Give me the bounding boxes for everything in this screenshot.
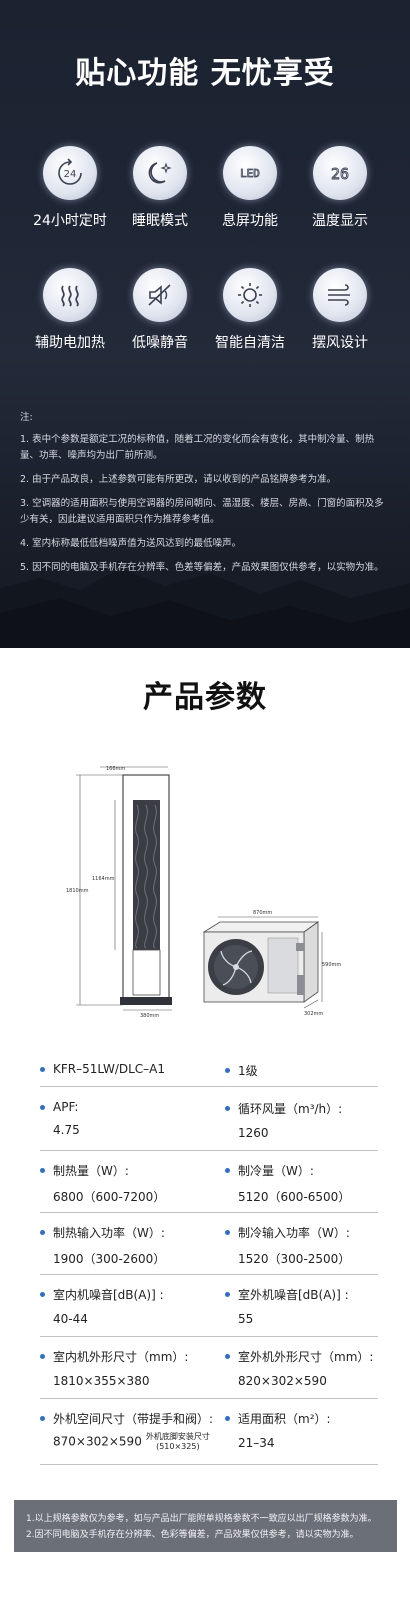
temperature-display-icon: 26 [313,146,367,200]
note-item: 1. 表中个参数是额定工况的标称值，随着工况的变化而会有变化，其中制冷量、制热量… [20,434,375,461]
spec-indoor-noise: 室内机噪音[dB(A)] : 40-44 [40,1286,164,1326]
svg-text:LED: LED [240,167,260,180]
sun-clean-icon [223,268,277,322]
bullet-dot [225,1106,230,1111]
feature-self-clean: 智能自清洁 [205,268,295,352]
spec-outdoor-size: 室外机外形尺寸（mm）: 820×302×590 [225,1348,373,1388]
spec-model: KFR–51LW/DLC–A1 [40,1062,165,1076]
spec-outdoor-noise: 室外机噪音[dB(A)] : 55 [225,1286,349,1326]
feature-screen-off: LED 息屏功能 [205,146,295,230]
footnote-line: 1.以上规格参数仅为参考，如与产品出厂能附单规格参数不一致应以出厂规格参数为准。 [26,1514,377,1524]
notes-title: 注: [20,412,33,423]
feature-label: 息屏功能 [222,213,278,229]
divider [40,1464,378,1465]
feature-label: 智能自清洁 [215,335,285,351]
mountain-silhouette [0,568,410,648]
footnote-box: 1.以上规格参数仅为参考，如与产品出厂能附单规格参数不一致应以出厂规格参数为准。… [14,1500,397,1552]
feature-timer: 24 24小时定时 [25,146,115,230]
feature-sleep: 睡眠模式 [115,146,205,230]
note-item: 2. 由于产品改良，上述参数可能有所更改，请以收到的产品铭牌参考为准。 [20,474,337,485]
feature-label: 温度显示 [312,213,368,229]
feature-label: 24小时定时 [33,213,107,229]
svg-text:166mm: 166mm [106,766,125,772]
bullet-dot [40,1416,45,1421]
bullet-dot [40,1066,45,1072]
params-title: 产品参数 [143,680,267,715]
bullet-dot [225,1416,230,1421]
outdoor-unit-drawing: 870mm 590mm 302mm [202,910,341,1017]
divider [40,1212,378,1213]
feature-label: 摆风设计 [312,335,368,351]
wind-icon [313,268,367,322]
note-item: 5. 因不同的电脑及手机存在分辨率、色差等偏差，产品效果图仅供参考，以实物为准。 [20,562,384,573]
bullet-dot [40,1292,45,1297]
bullet-dot [40,1354,45,1359]
spec-cooling-power: 制冷输入功率（W）: 1520（300-2500） [225,1224,350,1267]
bullet-dot [40,1168,45,1173]
svg-text:870mm: 870mm [253,910,272,916]
led-icon: LED [223,146,277,200]
bullet-dot [225,1230,230,1235]
feature-swing: 摆风设计 [295,268,385,352]
spec-energy-grade: 1级 [225,1062,258,1079]
svg-text:380mm: 380mm [140,1013,159,1019]
svg-text:1164mm: 1164mm [92,876,115,882]
footnote-line: 2.因不同电脑及手机存在分辨率、色彩等偏差，产品效果仅供参考，请以实物为准。 [26,1530,359,1540]
svg-text:26: 26 [331,165,349,183]
spec-heating-power: 制热输入功率（W）: 1900（300-2600） [40,1224,165,1267]
bullet-dot [225,1168,230,1173]
spec-airflow: 循环风量（m³/h）: 1260 [225,1100,342,1140]
notes: 注: 1. 表中个参数是额定工况的标称值，随着工况的变化而会有变化，其中制冷量、… [20,410,392,584]
features-title: 贴心功能 无忧享受 [75,56,335,91]
divider [40,1398,378,1399]
feature-heat: 辅助电加热 [25,268,115,352]
bullet-dot [225,1292,230,1297]
mute-icon [133,268,187,322]
bullet-dot [40,1230,45,1235]
divider [40,1274,378,1275]
moon-icon [133,146,187,200]
indoor-unit-drawing: 166mm 1810mm 1164mm 380mm [66,766,172,1019]
feature-quiet: 低噪静音 [115,268,205,352]
spec-cooling-capacity: 制冷量（W）: 5120（600-6500） [225,1162,350,1205]
note-item: 4. 室内标称最低低档噪声值为送风达到的最低噪声。 [20,538,242,549]
spec-indoor-size: 室内机外形尺寸（mm）: 1810×355×380 [40,1348,188,1388]
heat-icon [43,268,97,322]
timer-24h-icon: 24 [43,146,97,200]
bullet-dot [40,1104,45,1110]
bullet-dot [225,1354,230,1359]
feature-label: 睡眠模式 [132,213,188,229]
svg-text:590mm: 590mm [322,962,341,968]
feature-label: 低噪静音 [132,335,188,351]
feature-temp-display: 26 温度显示 [295,146,385,230]
svg-text:24: 24 [64,169,77,180]
bullet-dot [225,1068,230,1073]
divider [40,1086,378,1087]
dimension-diagram: 166mm 1810mm 1164mm 380mm 870mm 590mm 30… [66,766,341,1019]
svg-text:302mm: 302mm [304,1011,323,1017]
svg-text:1810mm: 1810mm [66,888,89,894]
features-section: 贴心功能 无忧享受 24 24小时定时 睡眠模式 LED 息屏功能 [0,0,410,648]
mounting-size-note: 外机底脚安装尺寸(510×325) [145,1432,210,1451]
note-item: 3. 空调器的适用面积与使用空调器的房间朝向、温湿度、楼层、房高、门窗的面积及多… [20,498,384,525]
spec-heating-capacity: 制热量（W）: 6800（600-7200） [40,1162,165,1205]
feature-label: 辅助电加热 [35,335,105,351]
divider [40,1336,378,1337]
spec-apf: APF: 4.75 [40,1100,80,1137]
spec-applicable-area: 适用面积（m²）: 21–34 [225,1410,331,1450]
divider [40,1150,378,1151]
